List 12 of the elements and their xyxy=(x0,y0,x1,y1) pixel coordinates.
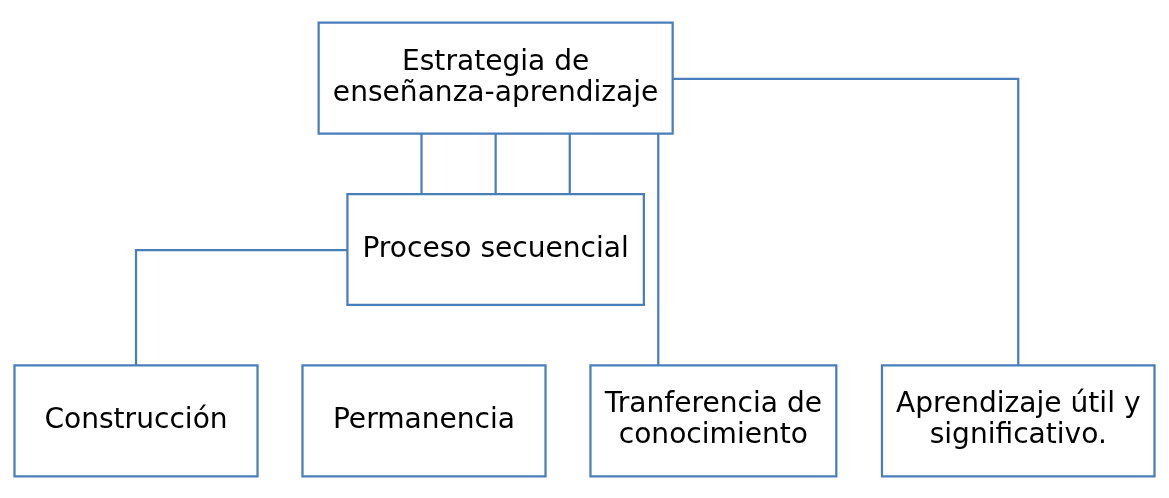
node-box: Proceso secuencial xyxy=(346,192,645,306)
connector xyxy=(672,77,1020,365)
connector xyxy=(494,133,497,194)
node-box: Aprendizaje útil y significativo. xyxy=(880,363,1156,477)
connector xyxy=(568,133,571,194)
node-box: Estrategia de enseñanza-aprendizaje xyxy=(317,21,674,135)
node-box: Tranferencia de conocimiento xyxy=(589,363,838,477)
connector xyxy=(134,248,348,365)
node-box: Permanencia xyxy=(301,363,547,477)
connector xyxy=(420,133,423,194)
connector xyxy=(657,133,660,365)
node-box: Construcción xyxy=(13,363,259,477)
